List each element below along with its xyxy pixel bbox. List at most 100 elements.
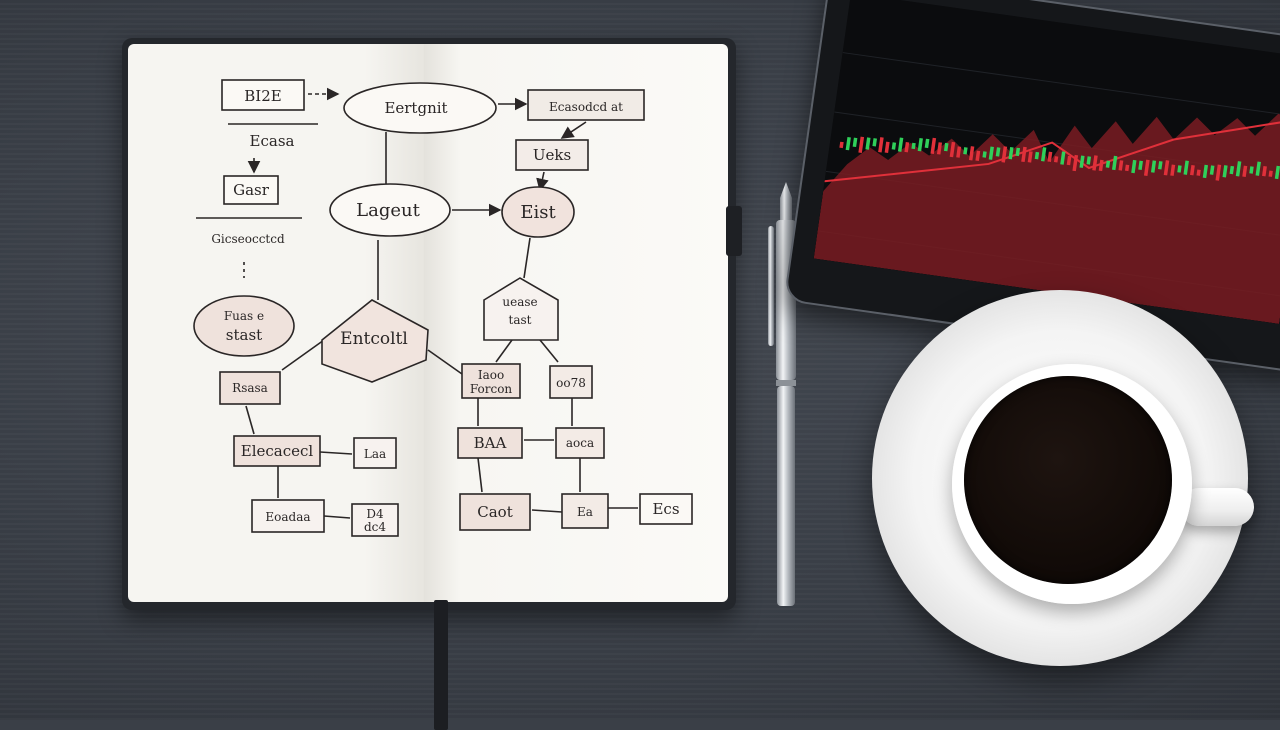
candle bbox=[924, 138, 930, 149]
flow-arrow bbox=[531, 509, 563, 513]
candle bbox=[1072, 154, 1079, 172]
candle bbox=[1034, 151, 1040, 160]
flow-arrow bbox=[427, 349, 463, 375]
candle bbox=[1242, 165, 1248, 177]
candle bbox=[884, 141, 890, 153]
flow-node-hexagon bbox=[321, 299, 429, 383]
flow-node-ellipse bbox=[343, 82, 497, 134]
candlesticks bbox=[839, 136, 1280, 181]
flow-node-label: stast bbox=[226, 326, 262, 344]
candle bbox=[982, 151, 987, 158]
candle bbox=[1150, 160, 1157, 173]
candle bbox=[1183, 160, 1189, 175]
flow-node-box bbox=[221, 79, 305, 111]
candle bbox=[1196, 169, 1201, 176]
flow-node-box bbox=[515, 139, 589, 171]
flow-node-box bbox=[251, 499, 325, 533]
candle bbox=[1098, 159, 1104, 172]
flow-node-label: Eertgnit bbox=[384, 99, 447, 117]
candle bbox=[1040, 147, 1047, 162]
flow-node-label: ВІ2Е bbox=[244, 87, 281, 105]
tablet-screen bbox=[813, 0, 1280, 324]
candle bbox=[1060, 151, 1066, 165]
flow-node-label: Ueks bbox=[533, 146, 571, 164]
candle bbox=[1229, 165, 1235, 175]
flow-node-ellipse bbox=[329, 183, 451, 237]
candle bbox=[936, 142, 943, 155]
coffee bbox=[964, 376, 1172, 584]
flow-node-label: dc4 bbox=[364, 520, 386, 534]
flow-node-box bbox=[353, 437, 397, 469]
candle bbox=[988, 146, 994, 160]
flow-arrow bbox=[477, 457, 483, 493]
flow-node-ellipse bbox=[193, 295, 295, 357]
flow-arrow bbox=[495, 339, 513, 363]
candle bbox=[968, 146, 975, 161]
bookmark-ribbon bbox=[434, 600, 448, 730]
flow-node-label: Eist bbox=[520, 202, 556, 223]
candle bbox=[1157, 161, 1163, 170]
candle bbox=[1053, 156, 1059, 163]
flow-node-box bbox=[461, 363, 521, 399]
candle bbox=[872, 138, 877, 147]
flow-node-ellipse bbox=[501, 186, 575, 238]
candle bbox=[897, 137, 904, 152]
flow-node-label: Entcoltl bbox=[340, 329, 408, 349]
pen-clip bbox=[768, 226, 774, 346]
candle bbox=[1086, 156, 1092, 165]
candle bbox=[1262, 166, 1267, 177]
candle bbox=[1111, 155, 1118, 171]
candle bbox=[1163, 160, 1170, 176]
trend-line bbox=[824, 116, 1280, 183]
flow-node-label: tast bbox=[509, 313, 532, 327]
flow-node-box bbox=[223, 175, 279, 205]
candle bbox=[1066, 155, 1072, 166]
candle bbox=[1202, 164, 1209, 179]
flow-node-label: uease bbox=[502, 295, 537, 309]
flow-node-label: Ecasodcd at bbox=[549, 100, 623, 114]
candle bbox=[1092, 155, 1098, 171]
flow-node-box bbox=[457, 427, 523, 459]
flow-node-label: Eoadaa bbox=[265, 510, 310, 524]
flow-node-label: D4 bbox=[366, 507, 384, 521]
pen-tip bbox=[780, 182, 792, 220]
candle bbox=[865, 137, 871, 150]
candle bbox=[1143, 159, 1150, 176]
candle bbox=[1138, 160, 1143, 171]
candle bbox=[852, 137, 858, 148]
candle bbox=[1008, 146, 1014, 160]
flow-node-label: Caot bbox=[477, 503, 512, 521]
candle bbox=[949, 141, 956, 158]
flow-node-label: Iaoo bbox=[478, 368, 504, 382]
candle bbox=[911, 142, 916, 150]
flow-arrow bbox=[323, 515, 351, 519]
candle bbox=[1177, 165, 1182, 173]
candle bbox=[1015, 147, 1021, 157]
candle bbox=[904, 142, 910, 153]
flow-node-label: Ecasa bbox=[250, 132, 295, 150]
candle bbox=[1047, 151, 1053, 163]
candle bbox=[1170, 164, 1176, 176]
flow-node-label: Laa bbox=[364, 447, 386, 461]
cup-handle bbox=[1180, 488, 1254, 526]
candle bbox=[930, 137, 937, 155]
candle bbox=[1274, 165, 1280, 180]
flow-node-label: Lageut bbox=[356, 200, 420, 221]
candle bbox=[1131, 159, 1137, 174]
flow-node-label: Rsasa bbox=[232, 381, 268, 395]
flow-arrow bbox=[319, 451, 353, 455]
flow-node-box bbox=[561, 493, 609, 529]
flow-node-box bbox=[527, 89, 645, 121]
flow-node-box bbox=[233, 435, 321, 467]
flow-arrow bbox=[523, 237, 531, 279]
candle bbox=[1268, 170, 1273, 177]
flow-node-label: Gasr bbox=[233, 181, 270, 199]
candle bbox=[1105, 160, 1111, 168]
candle bbox=[917, 137, 923, 152]
pen-barrel bbox=[777, 386, 795, 606]
flow-arrow bbox=[281, 339, 325, 371]
flow-node-label: aoca bbox=[566, 436, 594, 450]
flow-node-house bbox=[483, 277, 559, 341]
candle bbox=[963, 147, 968, 155]
